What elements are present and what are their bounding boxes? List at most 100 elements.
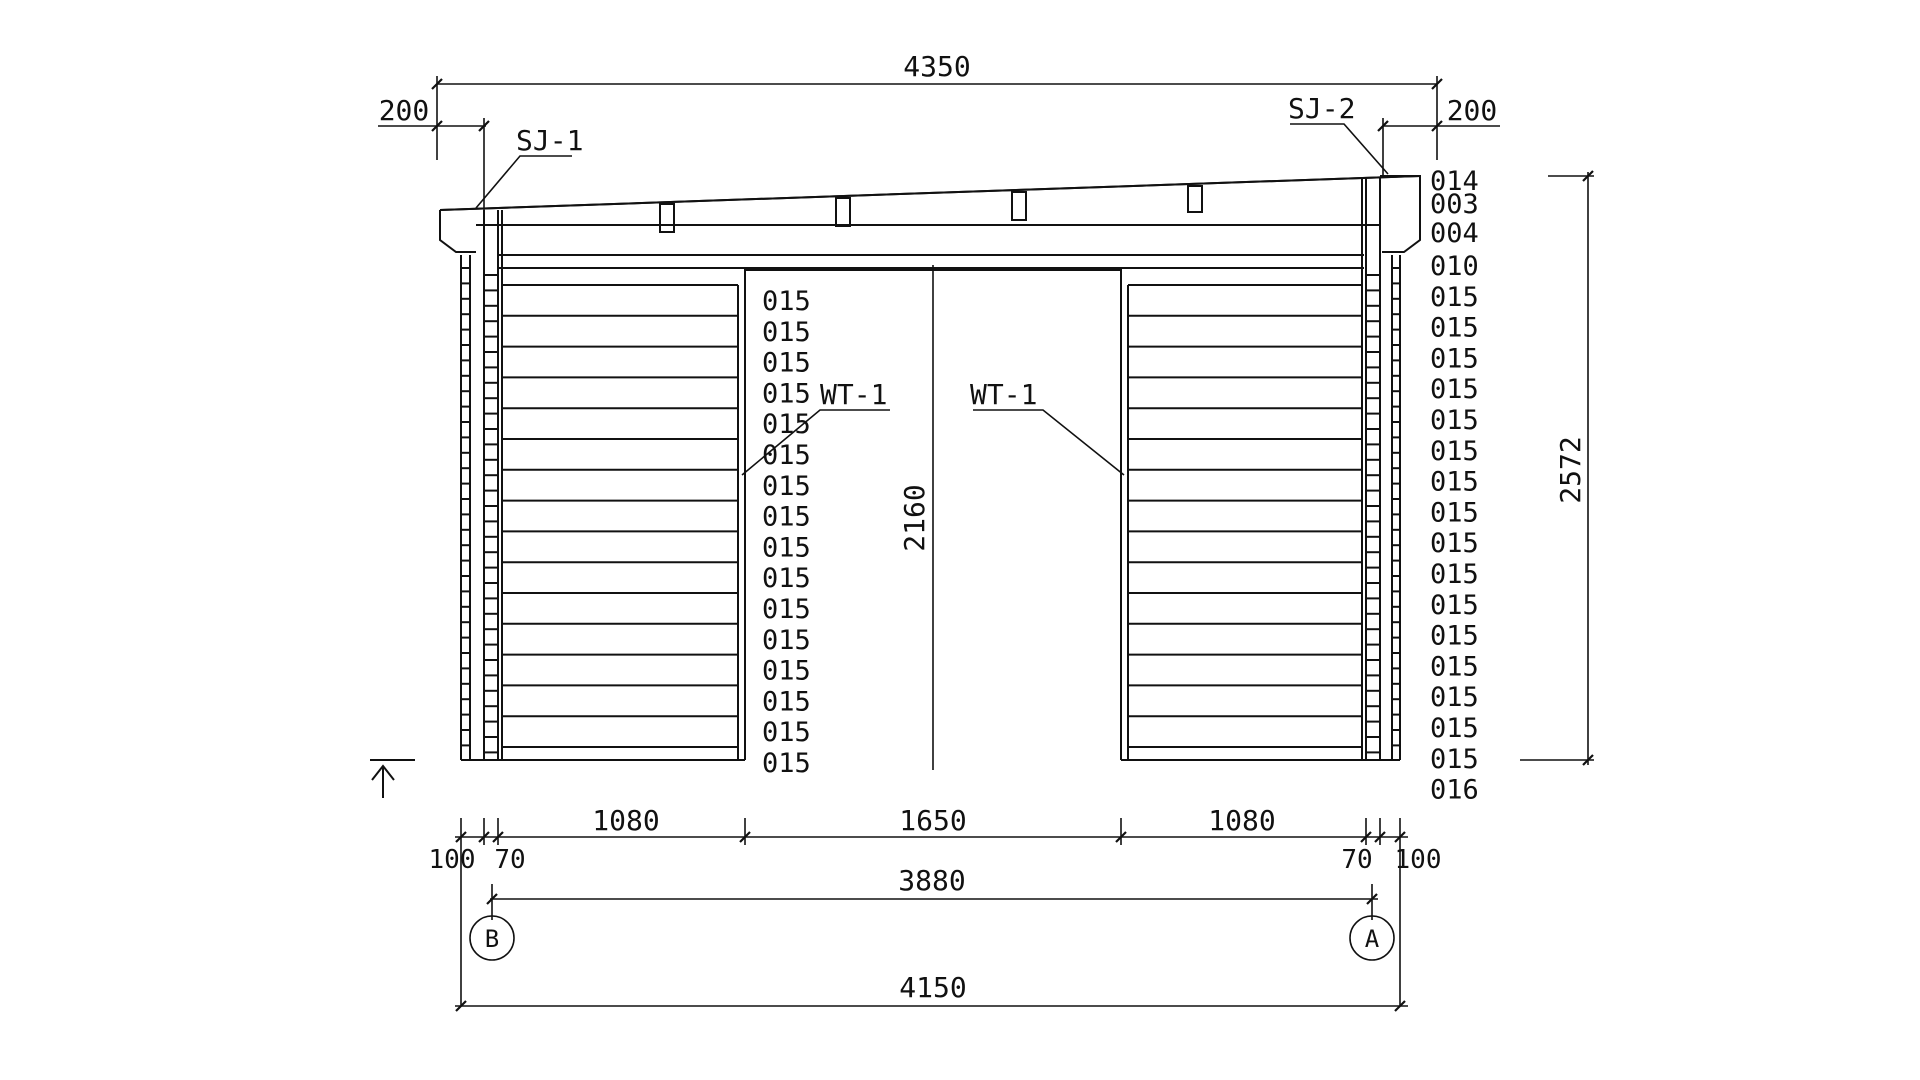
log-code-right: 004: [1430, 218, 1479, 249]
log-code-left: 015: [762, 748, 811, 779]
log-code-right: 015: [1430, 528, 1479, 559]
dim-tick: [1366, 893, 1378, 905]
dim-tick: [1582, 754, 1594, 766]
callout-sj2: SJ-2: [1288, 92, 1355, 125]
dim-text-overall-bottom: 4150: [899, 971, 966, 1004]
rafter: [659, 203, 675, 233]
dim-text-seg-right-wall: 1080: [1208, 804, 1275, 837]
dim-text-seg-right-outer: 100: [1395, 845, 1442, 875]
log-code-right: 016: [1430, 775, 1479, 806]
axis-circle-a: [1349, 915, 1395, 961]
dim-text-seg-opening: 1650: [899, 804, 966, 837]
log-code-right: 015: [1430, 374, 1479, 405]
log-code-right: 015: [1430, 405, 1479, 436]
rafter: [1011, 191, 1027, 221]
log-code-right: 015: [1430, 651, 1479, 682]
log-code-right: 015: [1430, 682, 1479, 713]
callout-texts: SJ-1 SJ-2 WT-1 WT-1 B A: [485, 92, 1380, 953]
log-code-right: 015: [1430, 559, 1479, 590]
dim-tick: [1582, 170, 1594, 182]
dim-text-overhang-right: 200: [1447, 94, 1498, 127]
dim-text-wall-height: 2572: [1554, 436, 1587, 503]
log-code-right: 015: [1430, 313, 1479, 344]
dim-tick: [1394, 831, 1406, 843]
log-code-left: 015: [762, 440, 811, 471]
dim-tick: [1394, 1000, 1406, 1012]
log-code-right: 015: [1430, 497, 1479, 528]
dim-text-seg-left-outer: 100: [429, 845, 476, 875]
dim-tick: [1115, 831, 1127, 843]
log-code-right: 015: [1430, 590, 1479, 621]
axis-circle-b: [469, 915, 515, 961]
log-code-left: 015: [762, 594, 811, 625]
rafter: [835, 197, 851, 227]
wall-geometry: [370, 175, 1421, 798]
log-code-right: 015: [1430, 713, 1479, 744]
dim-tick: [431, 120, 443, 132]
axis-label-a: A: [1365, 925, 1380, 953]
dim-tick: [486, 893, 498, 905]
log-code-left: 015: [762, 317, 811, 348]
log-code-left: 015: [762, 286, 811, 317]
dim-text-axis-spacing: 3880: [898, 864, 965, 897]
log-code-right: 003: [1430, 189, 1479, 220]
dim-tick: [1377, 120, 1389, 132]
leader-wt1-right: [973, 409, 1125, 476]
roof-fascia-top: [439, 175, 1421, 211]
leader-wt1-left: [741, 409, 890, 476]
log-code-left: 015: [762, 502, 811, 533]
dim-text-seg-right-post: 70: [1341, 845, 1372, 875]
axis-label-b: B: [485, 925, 499, 953]
dim-tick: [478, 120, 490, 132]
dim-tick: [1360, 831, 1372, 843]
log-code-left: 015: [762, 532, 811, 563]
dimension-texts: 4350 200 200 2572 2160 100 70 1080 1650 …: [379, 50, 1587, 1004]
dim-tick: [492, 831, 504, 843]
log-code-right: 014: [1430, 166, 1479, 197]
dimension-lines: [378, 76, 1594, 1012]
dim-tick: [478, 831, 490, 843]
dim-text-overall-top: 4350: [903, 50, 970, 83]
log-code-left: 015: [762, 471, 811, 502]
dim-tick: [739, 831, 751, 843]
log-code-left: 015: [762, 563, 811, 594]
log-code-right: 015: [1430, 436, 1479, 467]
log-code-left: 015: [762, 717, 811, 748]
dim-tick: [431, 78, 443, 90]
log-code-left: 015: [762, 348, 811, 379]
corner-post-ticks: [461, 267, 1400, 754]
dim-tick: [1374, 831, 1386, 843]
leader-sj2: [1290, 123, 1389, 175]
log-code-right: 015: [1430, 343, 1479, 374]
log-codes-right-column: 0140030040100150150150150150150150150150…: [1430, 166, 1479, 806]
callout-wt1-left: WT-1: [820, 378, 887, 411]
dim-tick: [1431, 120, 1443, 132]
log-code-left: 015: [762, 686, 811, 717]
log-code-left: 015: [762, 656, 811, 687]
log-code-left: 015: [762, 378, 811, 409]
roof-left-edge: [439, 210, 476, 253]
leader-sj1: [475, 155, 572, 209]
log-code-left: 015: [762, 625, 811, 656]
dim-tick: [455, 1000, 467, 1012]
dim-tick: [1431, 78, 1443, 90]
dim-text-seg-left-post: 70: [494, 845, 525, 875]
log-code-left: 015: [762, 409, 811, 440]
dimension-ticks: [431, 78, 1594, 1012]
callout-wt1-right: WT-1: [970, 378, 1037, 411]
rafter: [1187, 185, 1203, 213]
dim-text-opening-height: 2160: [898, 484, 931, 551]
log-code-right: 010: [1430, 251, 1479, 282]
log-course-lines: [502, 284, 1362, 748]
dim-tick: [455, 831, 467, 843]
dim-text-seg-left-wall: 1080: [592, 804, 659, 837]
log-code-right: 015: [1430, 621, 1479, 652]
log-code-right: 015: [1430, 467, 1479, 498]
log-codes-left-column: 0150150150150150150150150150150150150150…: [762, 286, 811, 779]
log-code-right: 015: [1430, 744, 1479, 775]
log-code-right: 015: [1430, 282, 1479, 313]
dim-text-overhang-left: 200: [379, 94, 430, 127]
roof-right-edge: [1380, 175, 1421, 253]
callout-sj1: SJ-1: [516, 124, 583, 157]
